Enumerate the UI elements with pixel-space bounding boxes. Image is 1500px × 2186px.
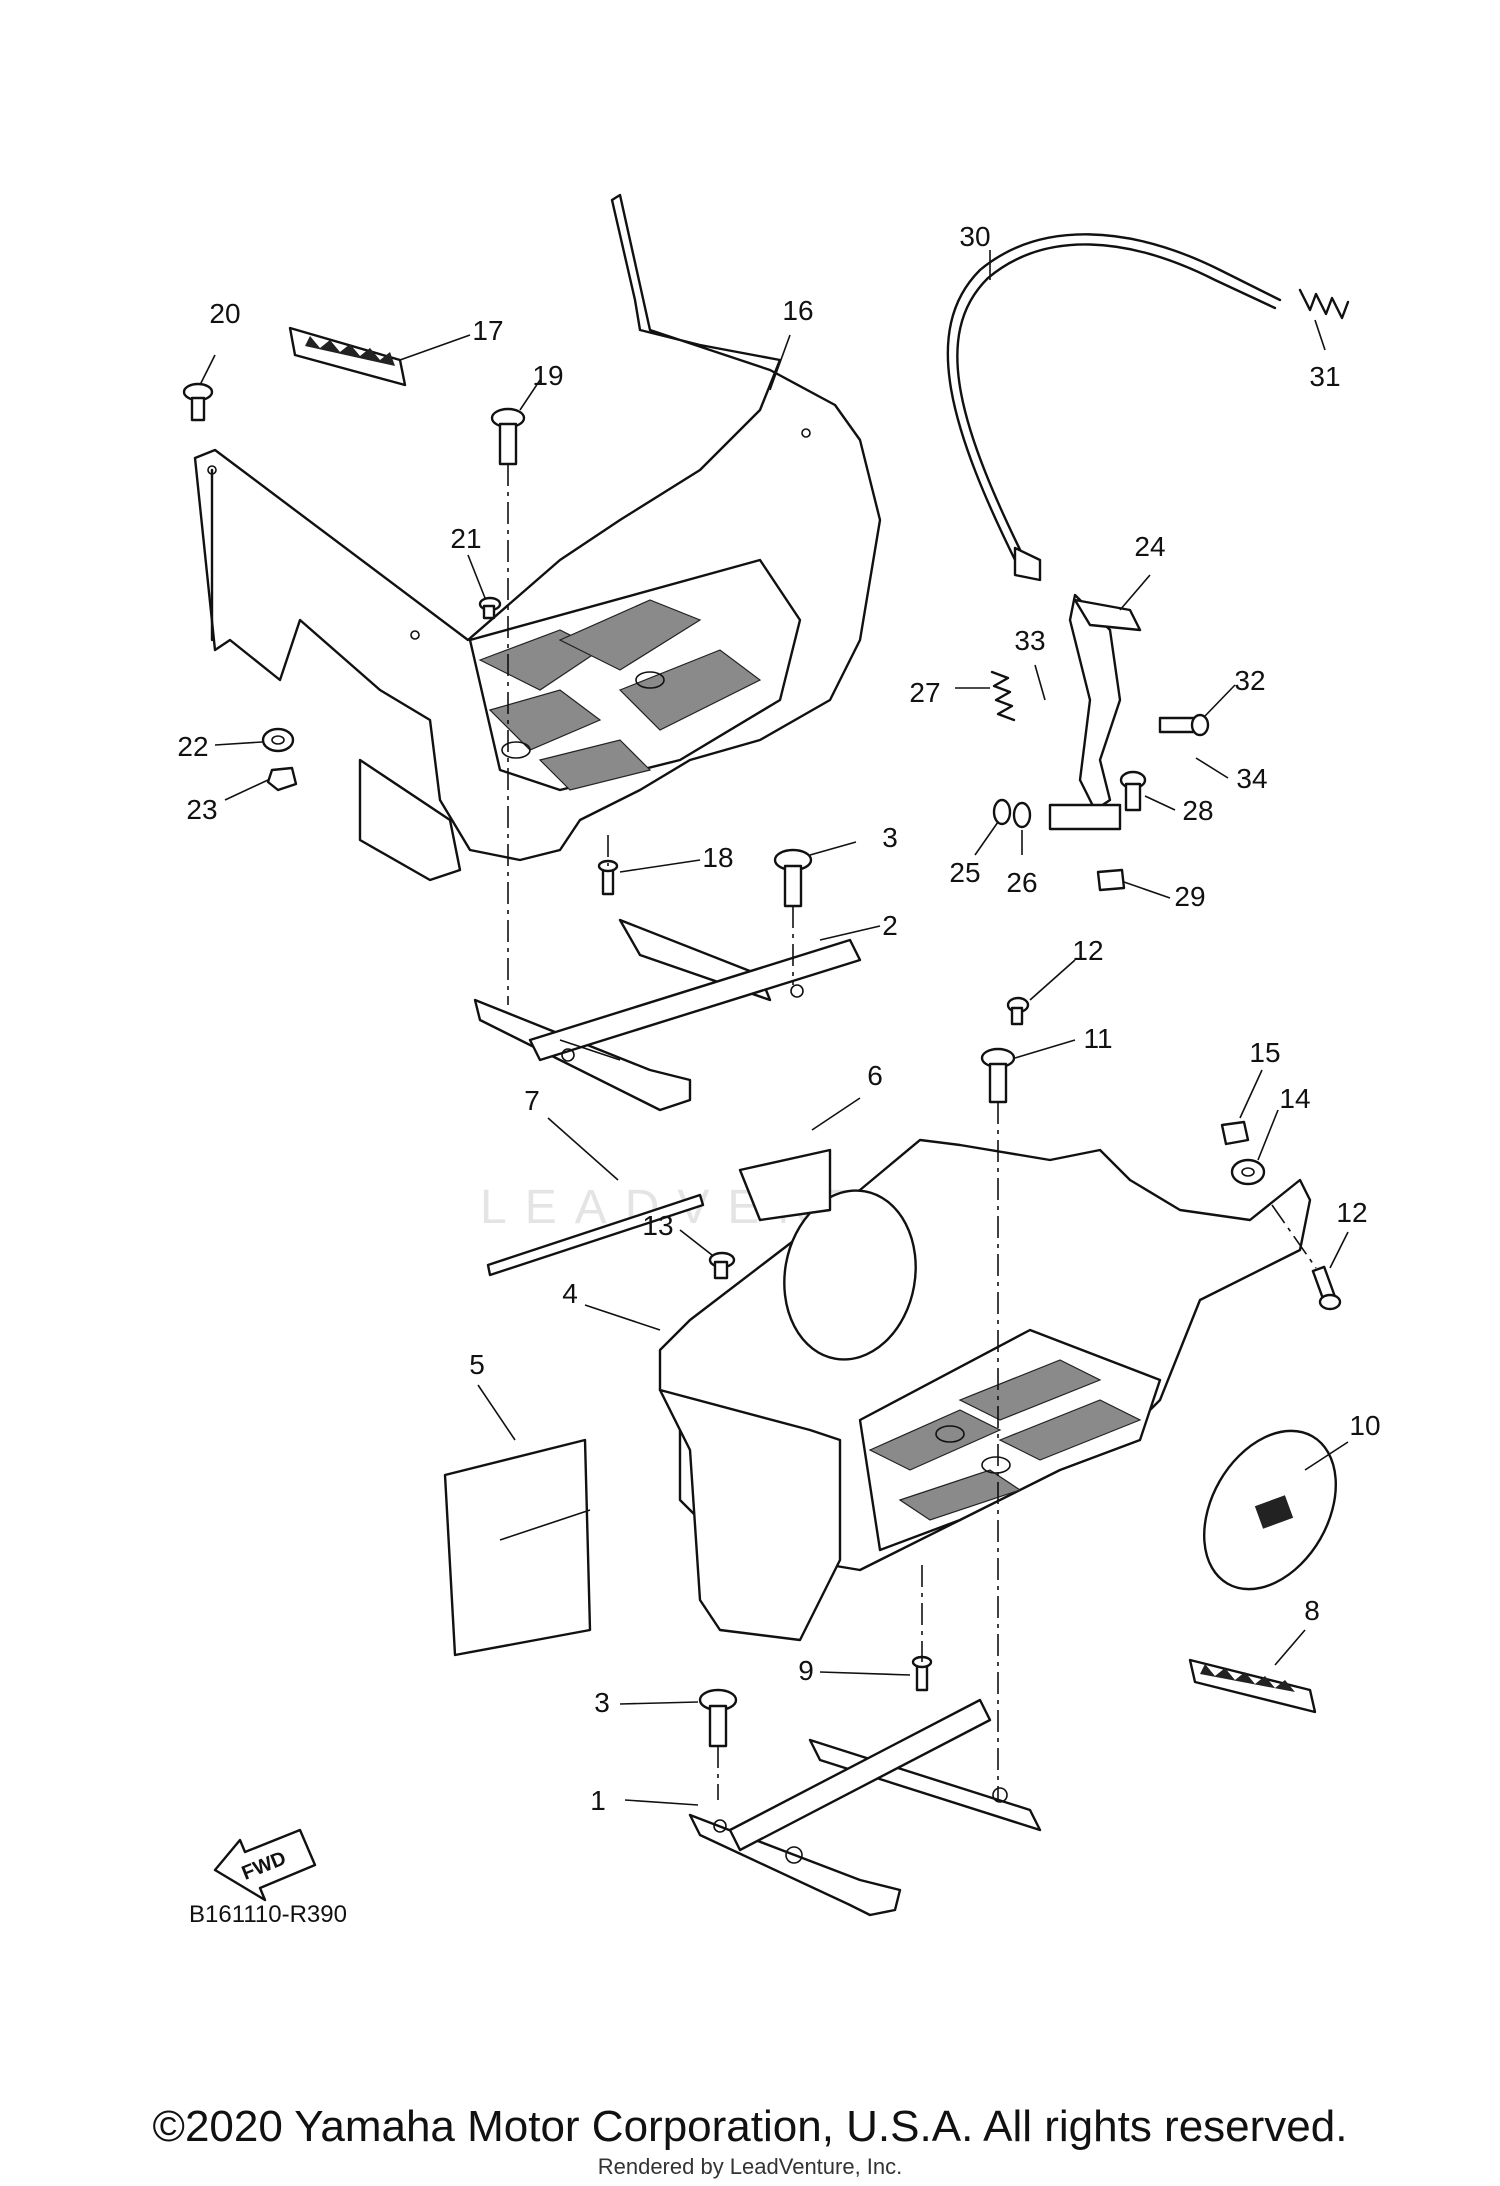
- callout-18: 18: [702, 842, 733, 873]
- screw-21: [478, 596, 502, 620]
- callout-3-lower: 3: [594, 1687, 610, 1718]
- nut-29: [1096, 868, 1126, 892]
- footrest-17: [288, 326, 407, 387]
- callout-labels: 1 2 3 3 4 5 6 7 8 9 10 11 12 12 13 14 15…: [177, 221, 1380, 1816]
- callout-16: 16: [782, 295, 813, 326]
- callout-14: 14: [1279, 1083, 1310, 1114]
- fwd-arrow-icon: FWD: [213, 1828, 317, 1902]
- strip-7: [486, 1193, 705, 1277]
- bracket-1: [688, 1698, 1042, 1917]
- screw-12-right: [1271, 1204, 1342, 1311]
- callout-4: 4: [562, 1278, 578, 1309]
- footwell-guard-right: [658, 1138, 1312, 1642]
- callout-1: 1: [590, 1785, 606, 1816]
- washer-26: [1012, 801, 1032, 829]
- callout-17: 17: [472, 315, 503, 346]
- callout-2: 2: [882, 910, 898, 941]
- rivet-9: [911, 1565, 933, 1692]
- bolt-11: [980, 1047, 1016, 1800]
- nut-23: [266, 766, 298, 792]
- screw-12-upper: [1006, 996, 1030, 1026]
- callout-28: 28: [1182, 795, 1213, 826]
- rivet-18: [597, 835, 619, 896]
- callout-27: 27: [909, 677, 940, 708]
- brake-cable-30: [946, 233, 1282, 582]
- callout-31: 31: [1309, 361, 1340, 392]
- bolt-20: [182, 382, 214, 422]
- callout-8: 8: [1304, 1595, 1320, 1626]
- washer-22: [261, 727, 295, 753]
- bracket-2: [473, 918, 862, 1112]
- callout-12-upper: 12: [1072, 935, 1103, 966]
- callout-32: 32: [1234, 665, 1265, 696]
- footrest-8: [1188, 1658, 1317, 1714]
- callout-26: 26: [1006, 867, 1037, 898]
- decal-5: [443, 1438, 592, 1657]
- callout-3-upper: 3: [882, 822, 898, 853]
- callout-33: 33: [1014, 625, 1045, 656]
- callout-24: 24: [1134, 531, 1165, 562]
- shaft-assembly: [1048, 803, 1122, 831]
- rendered-by-notice: Rendered by LeadVenture, Inc.: [597, 2154, 903, 2179]
- cap-10: [1203, 1429, 1337, 1591]
- callout-6: 6: [867, 1060, 883, 1091]
- nut-15: [1220, 1120, 1250, 1146]
- callout-19: 19: [532, 360, 563, 391]
- callout-13: 13: [642, 1210, 673, 1241]
- washer-25: [992, 798, 1012, 826]
- callout-30: 30: [959, 221, 990, 252]
- callout-9: 9: [798, 1655, 814, 1686]
- callout-21: 21: [450, 523, 481, 554]
- bolt-19: [490, 407, 526, 1005]
- callout-20: 20: [209, 298, 240, 329]
- decal-6: [738, 1148, 832, 1222]
- pin-32: [1158, 713, 1210, 737]
- callout-34: 34: [1236, 763, 1267, 794]
- washer-14: [1230, 1158, 1266, 1186]
- callout-11: 11: [1083, 1023, 1112, 1054]
- footwell-guard-left: [193, 193, 882, 882]
- diagram-code: B161110-R390: [189, 1901, 347, 1928]
- callout-10: 10: [1349, 1410, 1380, 1441]
- screw-13: [708, 1251, 736, 1280]
- callout-29: 29: [1174, 881, 1205, 912]
- bolt-28: [1119, 770, 1147, 812]
- copyright-notice: ©2020 Yamaha Motor Corporation, U.S.A. A…: [152, 2102, 1348, 2151]
- callout-23: 23: [186, 794, 217, 825]
- callout-15: 15: [1249, 1037, 1280, 1068]
- callout-12-right: 12: [1336, 1197, 1367, 1228]
- spring-27: [990, 670, 1016, 722]
- leader-lines: [199, 250, 1349, 1806]
- callout-7: 7: [524, 1085, 540, 1116]
- bolt-3-upper: [773, 848, 813, 985]
- bolt-3-lower: [698, 1688, 738, 1800]
- spring-31: [1298, 288, 1350, 320]
- callout-5: 5: [469, 1349, 485, 1380]
- callout-22: 22: [177, 731, 208, 762]
- callout-25: 25: [949, 857, 980, 888]
